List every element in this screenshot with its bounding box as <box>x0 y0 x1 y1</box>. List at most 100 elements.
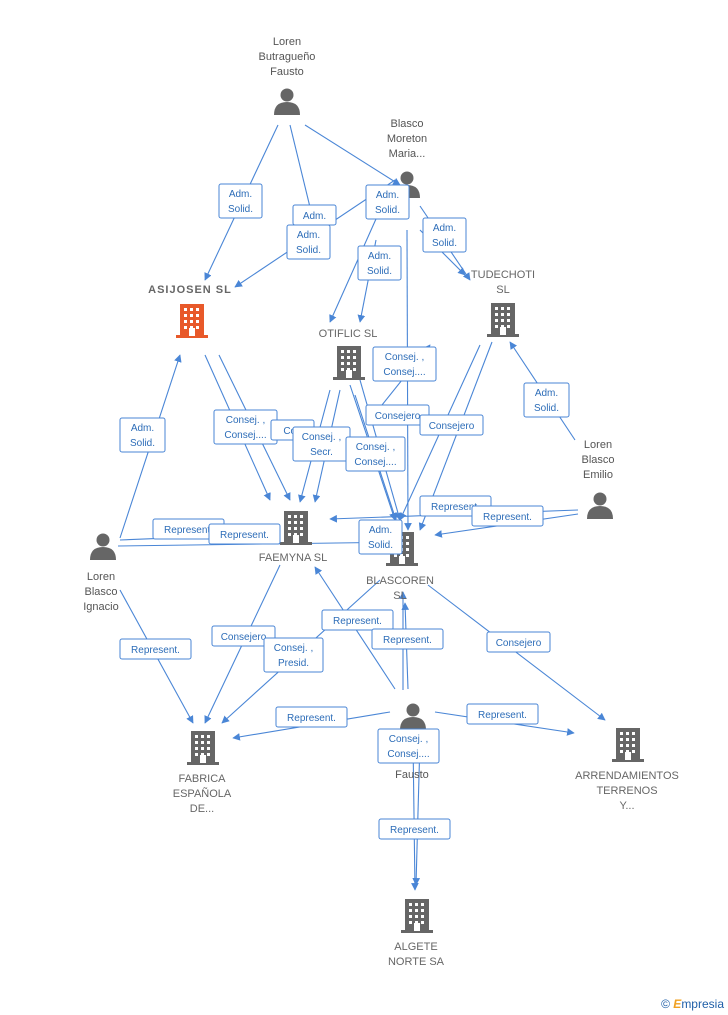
building-window <box>495 325 498 328</box>
edge-label[interactable]: Adm.Solid. <box>218 183 263 219</box>
edge-label[interactable]: Represent. <box>275 706 348 728</box>
building-window <box>415 909 418 912</box>
edge-label-text: Secr. <box>310 447 333 458</box>
edge-label[interactable]: Represent. <box>208 523 281 545</box>
building-window <box>353 368 356 371</box>
edge-label-text: Consej. , <box>226 415 265 426</box>
edge-label[interactable]: Represent. <box>378 818 451 840</box>
building-window <box>406 554 409 557</box>
edge-label-box <box>208 523 281 545</box>
building-window <box>495 313 498 316</box>
building-icon-base <box>176 335 208 338</box>
person-icon-head <box>96 533 110 547</box>
building-window <box>406 542 409 545</box>
edge-label[interactable]: Represent. <box>371 628 444 650</box>
edge-line <box>411 739 419 891</box>
edge-label[interactable]: Consejero <box>365 404 430 426</box>
building-window <box>201 735 204 738</box>
edge-label[interactable]: Represent. <box>466 703 539 725</box>
node-label: ASIJOSEN SL <box>148 284 232 296</box>
edge-label[interactable]: Consejero <box>211 625 276 647</box>
edge-label[interactable]: Represent. <box>321 609 394 631</box>
company-node[interactable]: ASIJOSEN SL <box>148 284 232 338</box>
node-label: ARRENDAMIENTOS <box>575 770 679 782</box>
company-node[interactable]: FABRICAESPAÑOLADE... <box>173 731 232 815</box>
building-window <box>620 750 623 753</box>
edge-label[interactable]: Represent. <box>119 638 192 660</box>
building-window <box>501 313 504 316</box>
edge-label-text: Solid. <box>368 540 393 551</box>
building-window <box>400 554 403 557</box>
node-label: FABRICA <box>178 773 226 785</box>
edge-label[interactable]: Consej. ,Presid. <box>263 637 324 673</box>
edge-label-text: Consej.... <box>383 367 425 378</box>
edge-label[interactable]: Represent. <box>471 505 544 527</box>
building-window <box>294 527 297 530</box>
building-window <box>632 744 635 747</box>
edge-label-text: Consejero <box>429 421 475 432</box>
edge-label[interactable]: Consej. ,Consej.... <box>372 346 437 382</box>
company-node[interactable]: ARRENDAMIENTOSTERRENOSY... <box>575 728 679 812</box>
company-node[interactable]: FAEMYNA SL <box>259 511 327 564</box>
edge-label[interactable]: Consej. , Consej.... <box>213 409 278 445</box>
building-icon-base <box>401 930 433 933</box>
node-label: Loren <box>584 439 612 451</box>
edge-label-text: Consej. , <box>389 734 428 745</box>
edge-label-text: Consej.... <box>224 430 266 441</box>
building-door <box>189 328 195 336</box>
edge-label[interactable]: Adm.Solid. <box>365 184 410 220</box>
edge-label-box <box>466 703 539 725</box>
edge-label-text: Solid. <box>228 204 253 215</box>
building-window <box>300 527 303 530</box>
edge-label-text: Represent. <box>164 525 213 536</box>
building-window <box>207 741 210 744</box>
building-window <box>196 320 199 323</box>
building-window <box>195 741 198 744</box>
edge-label[interactable]: Adm.Solid. <box>119 417 166 453</box>
building-window <box>501 319 504 322</box>
node-label: FAEMYNA SL <box>259 552 327 564</box>
edge-label[interactable]: Consej. ,Secr. <box>292 426 351 462</box>
edge-label[interactable]: Consej. ,Consej.... <box>345 436 406 472</box>
node-label: Butragueño <box>259 51 316 63</box>
edge-label-box <box>486 631 551 653</box>
edge-label[interactable]: Consej. ,Consej.... <box>377 728 440 764</box>
building-window <box>409 909 412 912</box>
edge-label[interactable]: Adm.Solid. <box>523 382 570 418</box>
copyright-symbol: © <box>661 997 670 1011</box>
building-window <box>184 326 187 329</box>
edge-label-text: Solid. <box>534 403 559 414</box>
brand-footer: © Empresia <box>661 997 724 1011</box>
person-icon-body <box>274 102 300 115</box>
edge-label-box <box>119 638 192 660</box>
building-window <box>341 368 344 371</box>
edge-label[interactable]: Adm.Solid. <box>357 245 402 281</box>
edge-label[interactable]: Adm.Solid. <box>422 217 467 253</box>
person-node[interactable]: Fausto <box>395 703 429 782</box>
edge-label-text: Represent. <box>287 713 336 724</box>
edge-label[interactable]: Adm. <box>292 204 337 226</box>
node-label: Emilio <box>583 469 613 481</box>
company-node[interactable]: OTIFLIC SL <box>319 328 378 380</box>
edge-label-text: Adm. <box>376 190 399 201</box>
person-icon-head <box>280 88 294 102</box>
building-window <box>195 747 198 750</box>
building-window <box>294 515 297 518</box>
person-icon-body <box>587 506 613 519</box>
building-window <box>201 747 204 750</box>
building-window <box>632 738 635 741</box>
building-window <box>626 744 629 747</box>
edge-label[interactable]: Adm.Solid. <box>358 519 403 555</box>
edge-label-text: Adm. <box>433 223 456 234</box>
edge-label[interactable]: Consejero <box>486 631 551 653</box>
edge-label[interactable]: Adm.Solid. <box>286 224 331 260</box>
edge-label[interactable]: Consejero <box>419 414 484 436</box>
building-window <box>353 350 356 353</box>
building-window <box>207 735 210 738</box>
